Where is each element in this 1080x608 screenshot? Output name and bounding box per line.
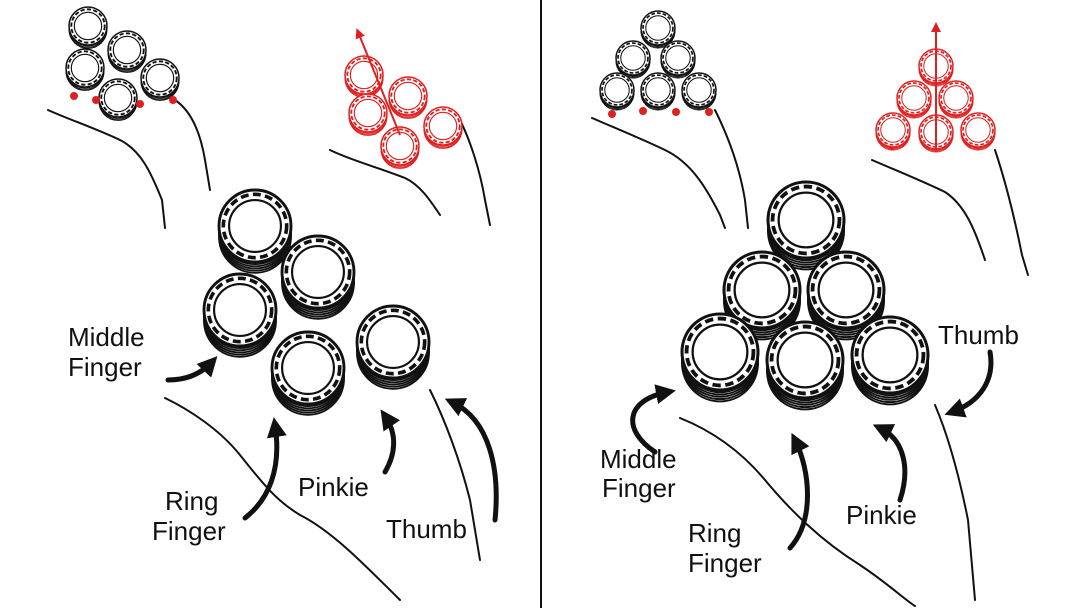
label-thumb: Thumb: [938, 320, 1019, 350]
hand-outline: [329, 149, 441, 216]
finger-contact-dot: [92, 96, 100, 104]
poker-chip-stack: [850, 315, 930, 406]
poker-chip-stack: [98, 78, 138, 121]
label-ring-finger-line1: Ring: [165, 486, 218, 516]
label-pinkie: Pinkie: [298, 472, 369, 502]
poker-chip-stack: [217, 188, 293, 274]
finger-contact-dot: [70, 92, 78, 100]
finger-contact-dot: [608, 110, 616, 118]
left-panel: Middle Finger Ring Finger Pinkie Thumb: [47, 6, 499, 601]
hand-outline: [679, 417, 916, 607]
finger-contact-dot: [136, 100, 144, 108]
hand-outline: [934, 404, 976, 601]
hand-outline: [994, 149, 1029, 276]
poker-chip-stack: [599, 72, 635, 111]
pointer-arrow-thumb: [944, 349, 994, 418]
label-ring-finger-line2: Finger: [688, 548, 762, 578]
hand-outline: [871, 159, 986, 261]
left-small-hand-dots: [47, 6, 211, 229]
hand-outline: [429, 389, 481, 561]
push-direction-arrow: [355, 28, 401, 136]
poker-chip-stack: [766, 180, 846, 271]
poker-chip-stack: [202, 272, 278, 358]
label-middle-finger-line2: Finger: [68, 352, 142, 382]
poker-chip-stack: [65, 48, 105, 91]
poker-chip-stack: [355, 304, 431, 390]
poker-chip-stack: [722, 250, 802, 341]
hand-outline: [714, 109, 749, 229]
label-ring-finger-line2: Finger: [152, 516, 226, 546]
poker-chip-stack: [875, 112, 911, 151]
finger-contact-dot: [705, 108, 713, 116]
poker-chip-stack: [380, 126, 420, 169]
poker-chip-stack: [388, 76, 428, 119]
poker-chip-stack: [270, 330, 346, 416]
poker-chip-stack: [280, 234, 356, 320]
poker-chip-stack: [348, 93, 388, 136]
hand-outline: [47, 109, 166, 229]
hand-outline: [164, 397, 401, 601]
pointer-arrow-ring: [242, 417, 287, 521]
finger-contact-dot: [672, 108, 680, 116]
right-panel: Thumb Middle Finger Ring Finger Pinkie: [591, 10, 1029, 607]
left-small-hand-arrow: [329, 28, 491, 226]
pointer-arrow-thumb: [444, 398, 499, 523]
pointer-arrow-middle: [165, 356, 218, 383]
finger-contact-dot: [639, 107, 647, 115]
label-middle-finger-line2: Finger: [602, 473, 676, 503]
label-ring-finger-line1: Ring: [688, 518, 741, 548]
label-middle-finger-line1: Middle: [600, 444, 677, 474]
poker-chip-stack: [615, 40, 651, 79]
poker-chip-stack: [640, 10, 676, 49]
poker-chip-stack: [423, 106, 463, 149]
poker-chip-stack: [660, 40, 696, 79]
label-thumb: Thumb: [386, 514, 467, 544]
right-large-hand: [679, 180, 976, 607]
poker-chip-stack: [938, 80, 974, 119]
poker-chip-stack: [640, 72, 676, 111]
poker-chip-stack: [960, 112, 996, 151]
hand-outline: [459, 119, 491, 226]
hand-outline: [174, 99, 211, 191]
poker-chip-stack: [896, 80, 932, 119]
poker-chip-stack: [107, 30, 147, 73]
poker-chip-stack: [765, 320, 845, 411]
poker-chip-stack: [68, 6, 108, 49]
poker-chip-stack: [806, 250, 886, 341]
pointer-arrow-ring: [787, 432, 810, 551]
label-pinkie: Pinkie: [846, 500, 917, 530]
right-small-hand-arrow: [871, 22, 1029, 276]
pointer-arrow-pinkie: [872, 424, 908, 503]
finger-contact-dot: [169, 96, 177, 104]
poker-chip-stack: [140, 58, 180, 101]
poker-chip-stack: [680, 312, 760, 403]
left-large-hand: [164, 188, 481, 601]
pointer-arrow-pinkie: [380, 409, 401, 475]
hand-outline: [591, 117, 726, 229]
poker-chip-stack: [681, 72, 717, 111]
pointer-arrow-middle: [630, 384, 676, 455]
right-small-hand-dots: [591, 10, 749, 229]
label-middle-finger-line1: Middle: [68, 322, 145, 352]
